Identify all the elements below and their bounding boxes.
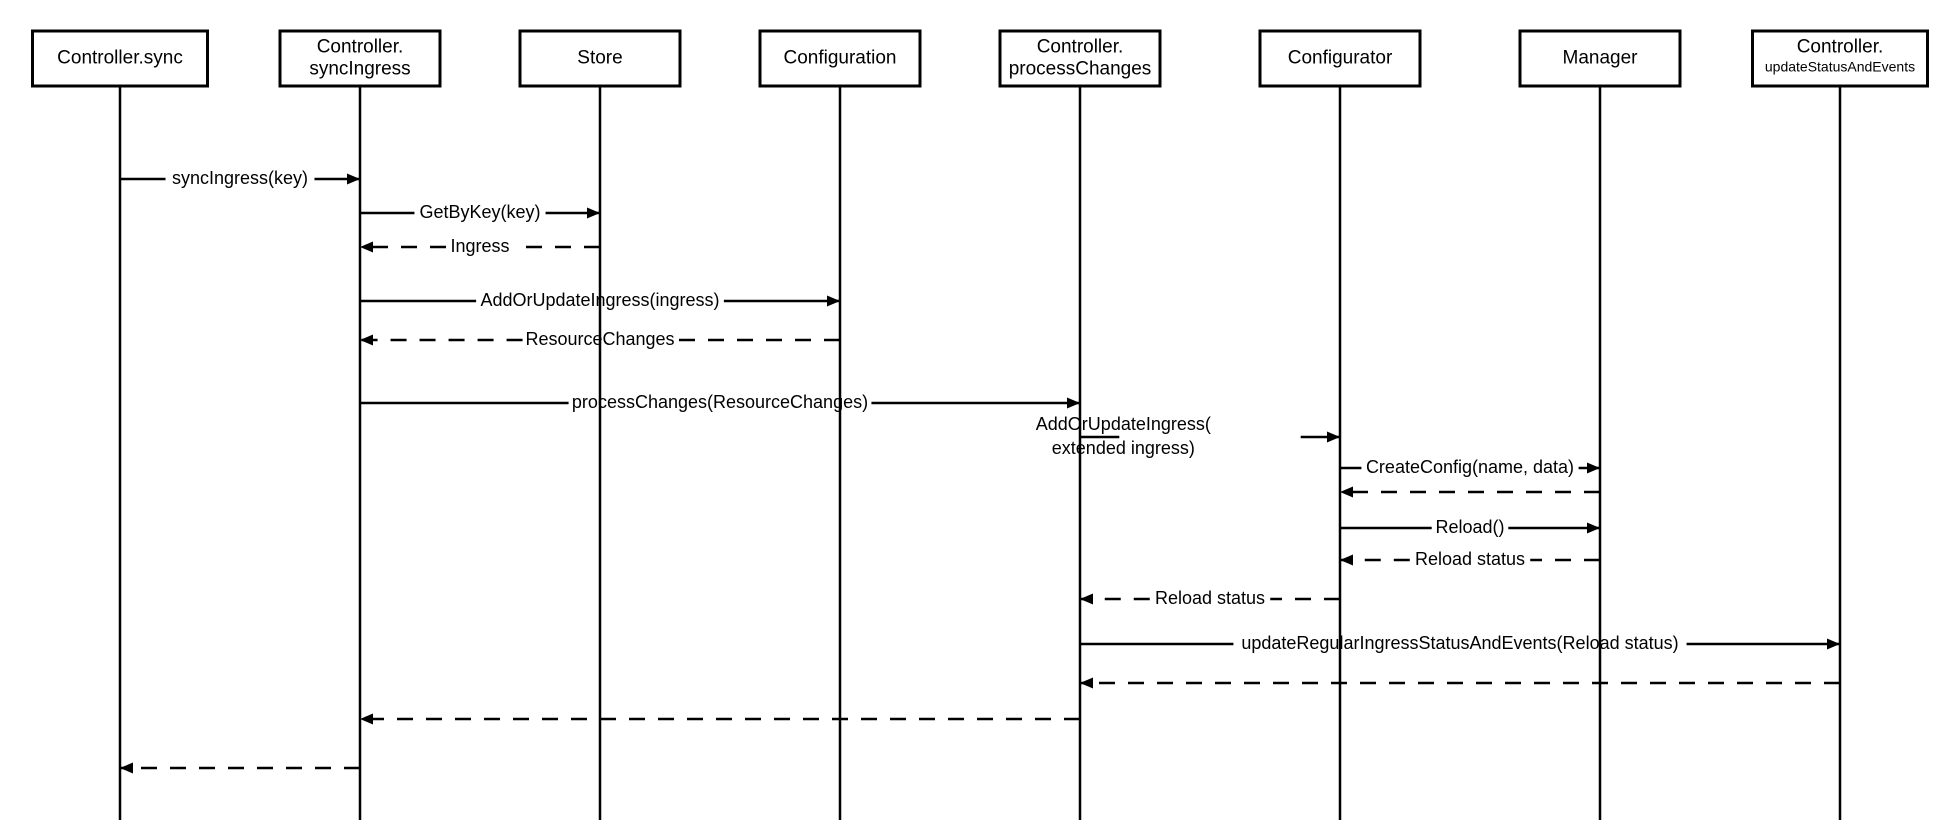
participant-configuration[interactable]: Configuration [758, 29, 922, 88]
message-label-m8: CreateConfig(name, data) [1366, 457, 1574, 477]
message-m7[interactable]: AddOrUpdateIngress( extended ingress) [1036, 414, 1340, 458]
message-m1[interactable]: syncIngress(key) [120, 168, 360, 188]
message-label-m4: AddOrUpdateIngress(ingress) [480, 290, 719, 310]
message-m11[interactable]: Reload status [1340, 549, 1600, 569]
message-label-m7: extended ingress) [1052, 438, 1195, 458]
message-m8[interactable]: CreateConfig(name, data) [1340, 457, 1600, 477]
participant-configurator[interactable]: Configurator [1258, 29, 1422, 88]
message-m2[interactable]: GetByKey(key) [360, 202, 600, 222]
participant-label-store: Store [577, 48, 622, 69]
participant-box-configuration[interactable] [758, 29, 922, 88]
message-m4[interactable]: AddOrUpdateIngress(ingress) [360, 290, 840, 310]
message-label-m2: GetByKey(key) [419, 202, 540, 222]
participant-controller-syncingress[interactable]: Controller.syncIngress [278, 29, 442, 88]
participant-label-controller-updatestatus: updateStatusAndEvents [1765, 59, 1915, 75]
participants-layer: Controller.syncController.syncIngressSto… [31, 29, 1929, 88]
lifelines-layer [118, 86, 1842, 820]
message-label-m1: syncIngress(key) [172, 168, 308, 188]
message-label-m10: Reload() [1435, 517, 1504, 537]
participant-controller-updatestatus[interactable]: Controller.updateStatusAndEvents [1751, 29, 1929, 88]
participant-box-configurator[interactable] [1258, 29, 1422, 88]
participant-label-controller-syncingress: Controller. [317, 37, 404, 58]
participant-label-configuration: Configuration [783, 48, 896, 69]
message-label-m6: processChanges(ResourceChanges) [572, 392, 868, 412]
participant-label-controller-syncingress: syncIngress [309, 59, 410, 80]
message-label-m5: ResourceChanges [525, 329, 674, 349]
message-label-m11: Reload status [1415, 549, 1525, 569]
participant-label-configurator: Configurator [1288, 48, 1393, 69]
message-m12[interactable]: Reload status [1080, 588, 1340, 608]
participant-manager[interactable]: Manager [1518, 29, 1682, 88]
message-label-m7: AddOrUpdateIngress( [1036, 414, 1211, 434]
participant-store[interactable]: Store [518, 29, 682, 88]
message-m10[interactable]: Reload() [1340, 517, 1600, 537]
message-m13[interactable]: updateRegularIngressStatusAndEvents(Relo… [1080, 633, 1840, 653]
message-m5[interactable]: ResourceChanges [360, 329, 840, 349]
participant-box-controller-sync[interactable] [31, 29, 209, 88]
participant-label-manager: Manager [1563, 48, 1639, 69]
participant-label-controller-sync: Controller.sync [57, 48, 183, 69]
participant-label-controller-updatestatus: Controller. [1797, 37, 1884, 58]
participant-label-controller-processchanges: Controller. [1037, 37, 1124, 58]
participant-box-controller-updatestatus[interactable] [1751, 29, 1929, 88]
participant-label-controller-processchanges: processChanges [1009, 59, 1152, 80]
participant-controller-sync[interactable]: Controller.sync [31, 29, 209, 88]
message-label-m13: updateRegularIngressStatusAndEvents(Relo… [1241, 633, 1678, 653]
participant-controller-processchanges[interactable]: Controller.processChanges [998, 29, 1162, 88]
message-m3[interactable]: Ingress [360, 236, 600, 256]
message-m6[interactable]: processChanges(ResourceChanges) [360, 392, 1080, 412]
message-label-m12: Reload status [1155, 588, 1265, 608]
messages-layer: syncIngress(key) GetByKey(key) IngressAddO… [120, 168, 1840, 774]
message-label-m3: Ingress [450, 236, 509, 256]
